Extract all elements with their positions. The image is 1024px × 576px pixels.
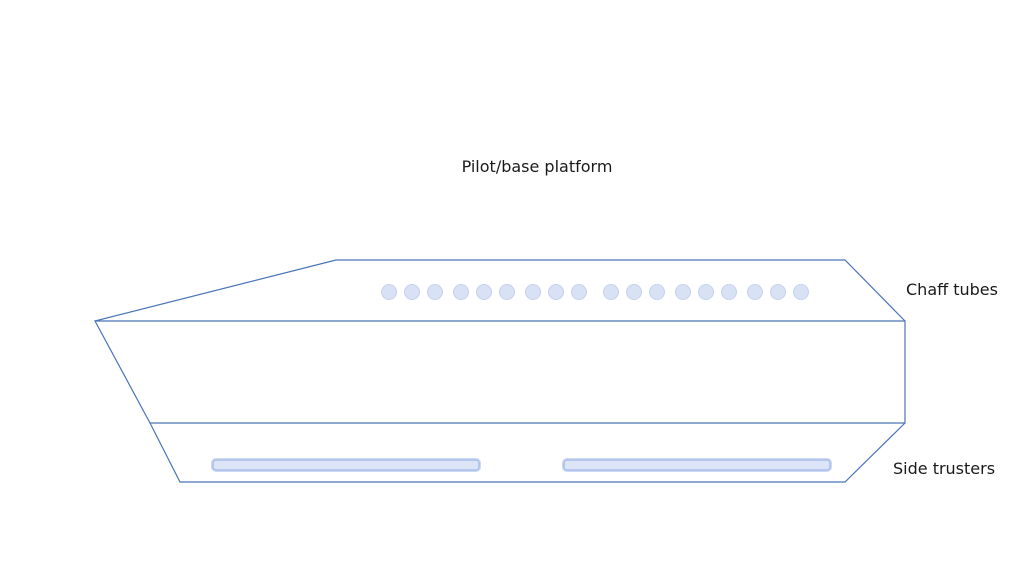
chaff-tube (476, 284, 492, 300)
chaff-tube (747, 284, 763, 300)
lower-section-outline (149, 422, 906, 483)
chaff-tube (770, 284, 786, 300)
chaff-tube (698, 284, 714, 300)
main-body-outline (93, 320, 906, 424)
chaff-tube (525, 284, 541, 300)
chaff-tube (675, 284, 691, 300)
chaff-tube (427, 284, 443, 300)
chaff-tube (453, 284, 469, 300)
chaff-tube (571, 284, 587, 300)
side-thrusters-label: Side trusters (893, 459, 995, 478)
platform-outline (93, 259, 906, 483)
chaff-tube (381, 284, 397, 300)
chaff-tube (499, 284, 515, 300)
side-thruster (563, 459, 831, 471)
chaff-tubes-label: Chaff tubes (906, 280, 998, 299)
chaff-tube (649, 284, 665, 300)
chaff-tube (603, 284, 619, 300)
chaff-tube (626, 284, 642, 300)
chaff-tubes-group (381, 284, 809, 300)
top-deck-outline (94, 259, 906, 322)
chaff-tube (404, 284, 420, 300)
side-thruster (212, 459, 480, 471)
platform-title-label: Pilot/base platform (462, 157, 613, 176)
chaff-tube (548, 284, 564, 300)
chaff-tube (721, 284, 737, 300)
side-thrusters-group (211, 458, 832, 472)
chaff-tube (793, 284, 809, 300)
